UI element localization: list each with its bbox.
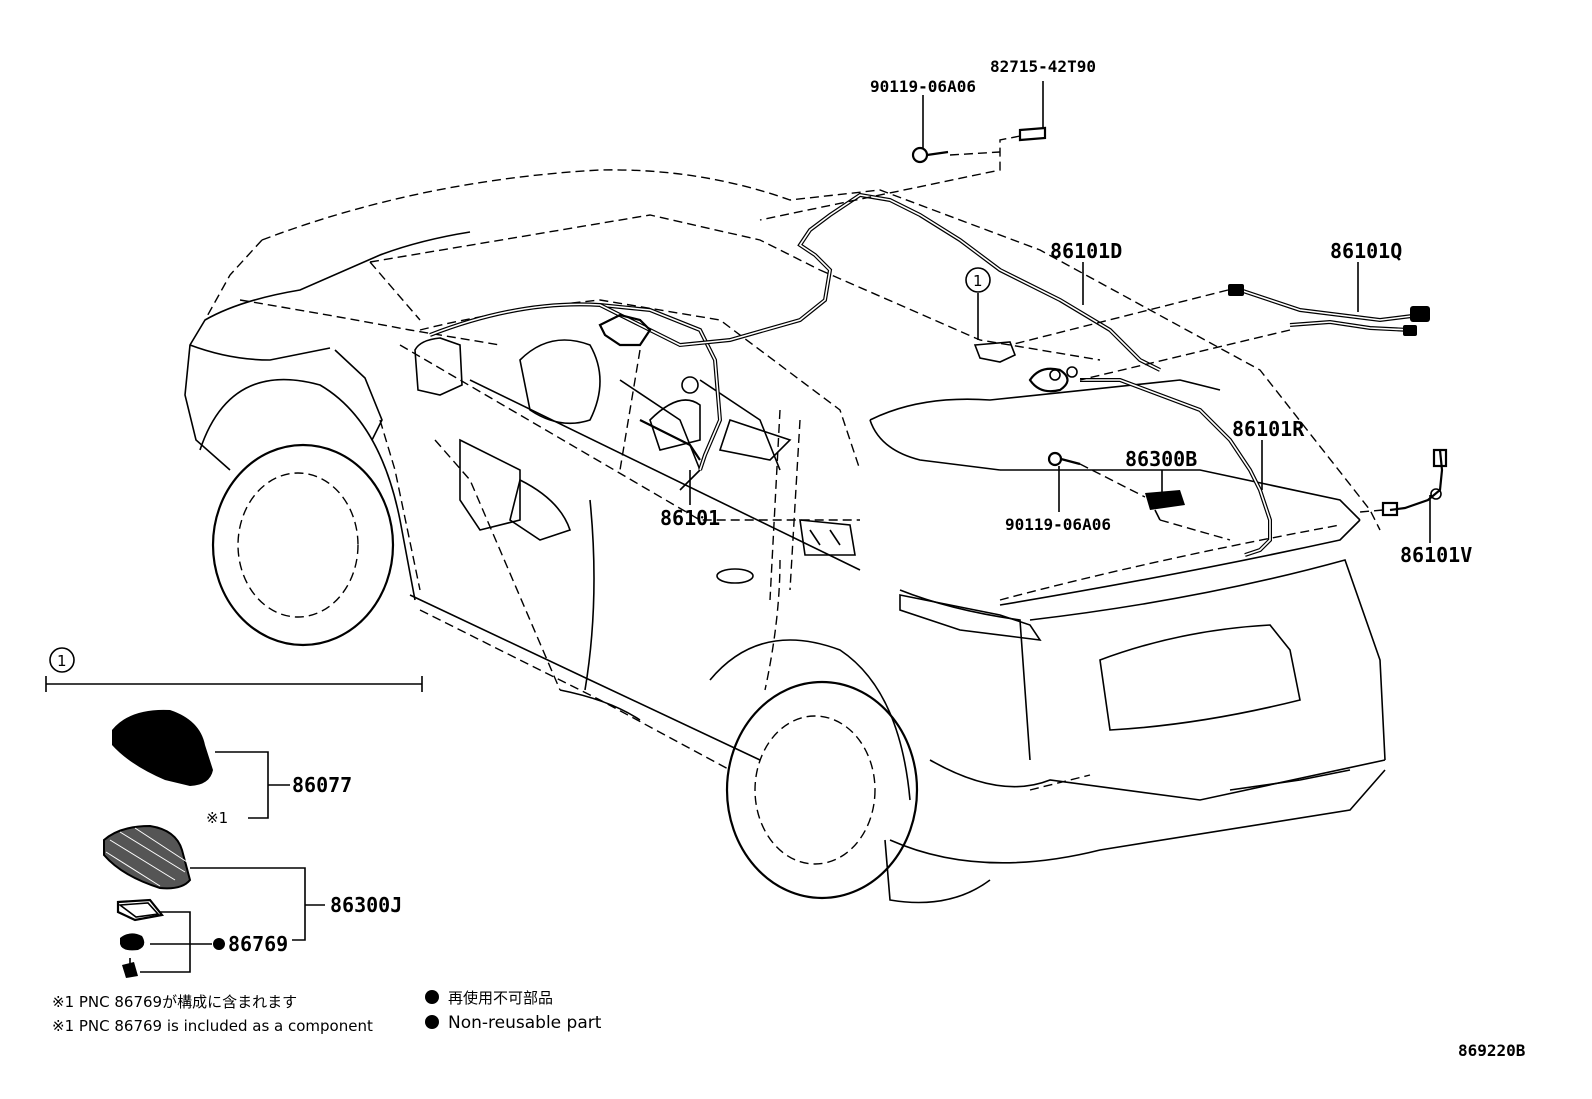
inset-part-group bbox=[45, 676, 423, 978]
label-86101: 86101 bbox=[660, 506, 720, 530]
antenna-cover-shape bbox=[112, 709, 213, 786]
label-86300B: 86300B bbox=[1125, 447, 1197, 471]
roof-antenna-mount bbox=[911, 126, 1185, 521]
part-labels: 82715-42T90 90119-06A06 86101D 86101Q 86… bbox=[206, 57, 1472, 956]
label-90119-06A06-top: 90119-06A06 bbox=[870, 77, 976, 96]
vehicle-body-outline bbox=[184, 169, 1386, 904]
note-en-component: ※1 PNC 86769 is included as a component bbox=[52, 1017, 373, 1035]
label-86101Q: 86101Q bbox=[1330, 239, 1402, 263]
label-86101V: 86101V bbox=[1400, 543, 1472, 567]
notes: ※1 PNC 86769が構成に含まれます ※1 PNC 86769 is in… bbox=[52, 989, 602, 1035]
legend-dot-jp bbox=[425, 990, 439, 1004]
circled-ref-main: 1 bbox=[965, 267, 991, 293]
label-ref-note: ※1 bbox=[206, 809, 228, 827]
note-jp-nonreusable: 再使用不可部品 bbox=[448, 989, 553, 1007]
label-86101R: 86101R bbox=[1232, 417, 1305, 441]
note-en-nonreusable: Non-reusable part bbox=[448, 1013, 602, 1033]
legend-dot-en bbox=[425, 1015, 439, 1029]
antenna-base-shape bbox=[103, 824, 192, 890]
svg-text:1: 1 bbox=[57, 652, 67, 670]
gasket-shape bbox=[116, 898, 165, 922]
antenna-cord-harness bbox=[429, 192, 1448, 557]
leader-lines bbox=[689, 81, 1431, 543]
label-86300J: 86300J bbox=[330, 893, 402, 917]
label-82715-42T90: 82715-42T90 bbox=[990, 57, 1096, 76]
circled-ref-inset: 1 bbox=[49, 647, 75, 673]
label-90119-06A06-mid: 90119-06A06 bbox=[1005, 515, 1111, 534]
nut-shape bbox=[120, 933, 145, 951]
svg-text:1: 1 bbox=[973, 272, 983, 290]
non-reusable-dot-86769 bbox=[213, 938, 225, 950]
note-jp-component: ※1 PNC 86769が構成に含まれます bbox=[52, 993, 297, 1011]
label-86077: 86077 bbox=[292, 773, 352, 797]
label-86101D: 86101D bbox=[1050, 239, 1122, 263]
label-86769: 86769 bbox=[228, 932, 288, 956]
figure-id: 869220B bbox=[1458, 1041, 1526, 1060]
bolt-shape bbox=[122, 962, 138, 978]
